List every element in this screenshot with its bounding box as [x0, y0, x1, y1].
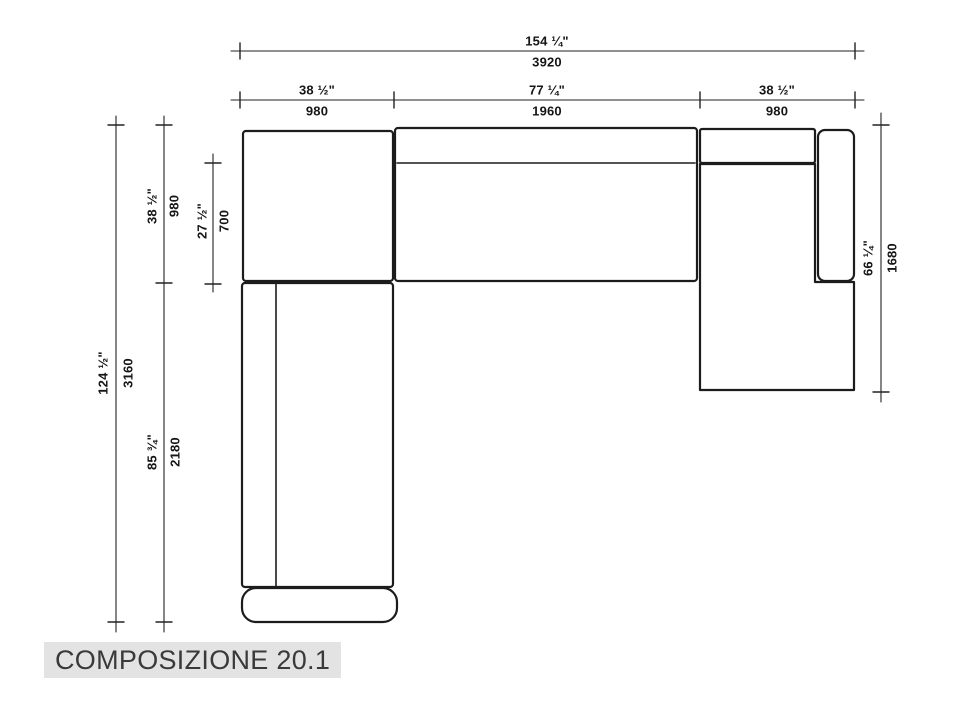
- module-backrest-right: [698, 127, 817, 165]
- module-corner-top-left: [241, 129, 395, 283]
- composition-title: COMPOSIZIONE 20.1: [44, 642, 342, 678]
- dim-left-upper-inches: 38 ½": [144, 187, 160, 225]
- dimension-lines: [107, 42, 890, 633]
- dim-top-right-inches: 38 ½": [758, 82, 796, 98]
- dim-top-right-mm: 980: [765, 103, 789, 119]
- dim-top-left-mm: 980: [305, 103, 329, 119]
- dim-top-left-inches: 38 ½": [298, 82, 336, 98]
- dim-top-total-mm: 3920: [532, 54, 562, 70]
- dim-left-lower-mm: 2180: [167, 437, 183, 467]
- dim-top-total-inches: 154 ¼": [525, 33, 569, 49]
- dim-right-side-mm: 1680: [884, 243, 900, 273]
- dim-left-inner-mm: 700: [216, 209, 232, 233]
- dim-top-middle-inches: 77 ¼": [528, 82, 566, 98]
- module-sofa-middle: [393, 126, 699, 283]
- module-armrest-right: [816, 128, 856, 283]
- dim-right-side-inches: 66 ¼": [860, 239, 876, 277]
- sofa-modules: [240, 126, 856, 624]
- dim-left-total-mm: 3160: [120, 358, 136, 388]
- module-backrest-bottom: [240, 586, 399, 624]
- dim-top-middle-mm: 1960: [532, 103, 562, 119]
- dim-left-upper-mm: 980: [166, 194, 182, 218]
- module-chaise-right: [698, 162, 856, 392]
- dim-left-total-inches: 124 ½": [95, 351, 111, 395]
- dim-left-inner-inches: 27 ½": [194, 202, 210, 240]
- dim-left-lower-inches: 85 ¾": [144, 433, 160, 471]
- module-bench-left: [240, 281, 395, 589]
